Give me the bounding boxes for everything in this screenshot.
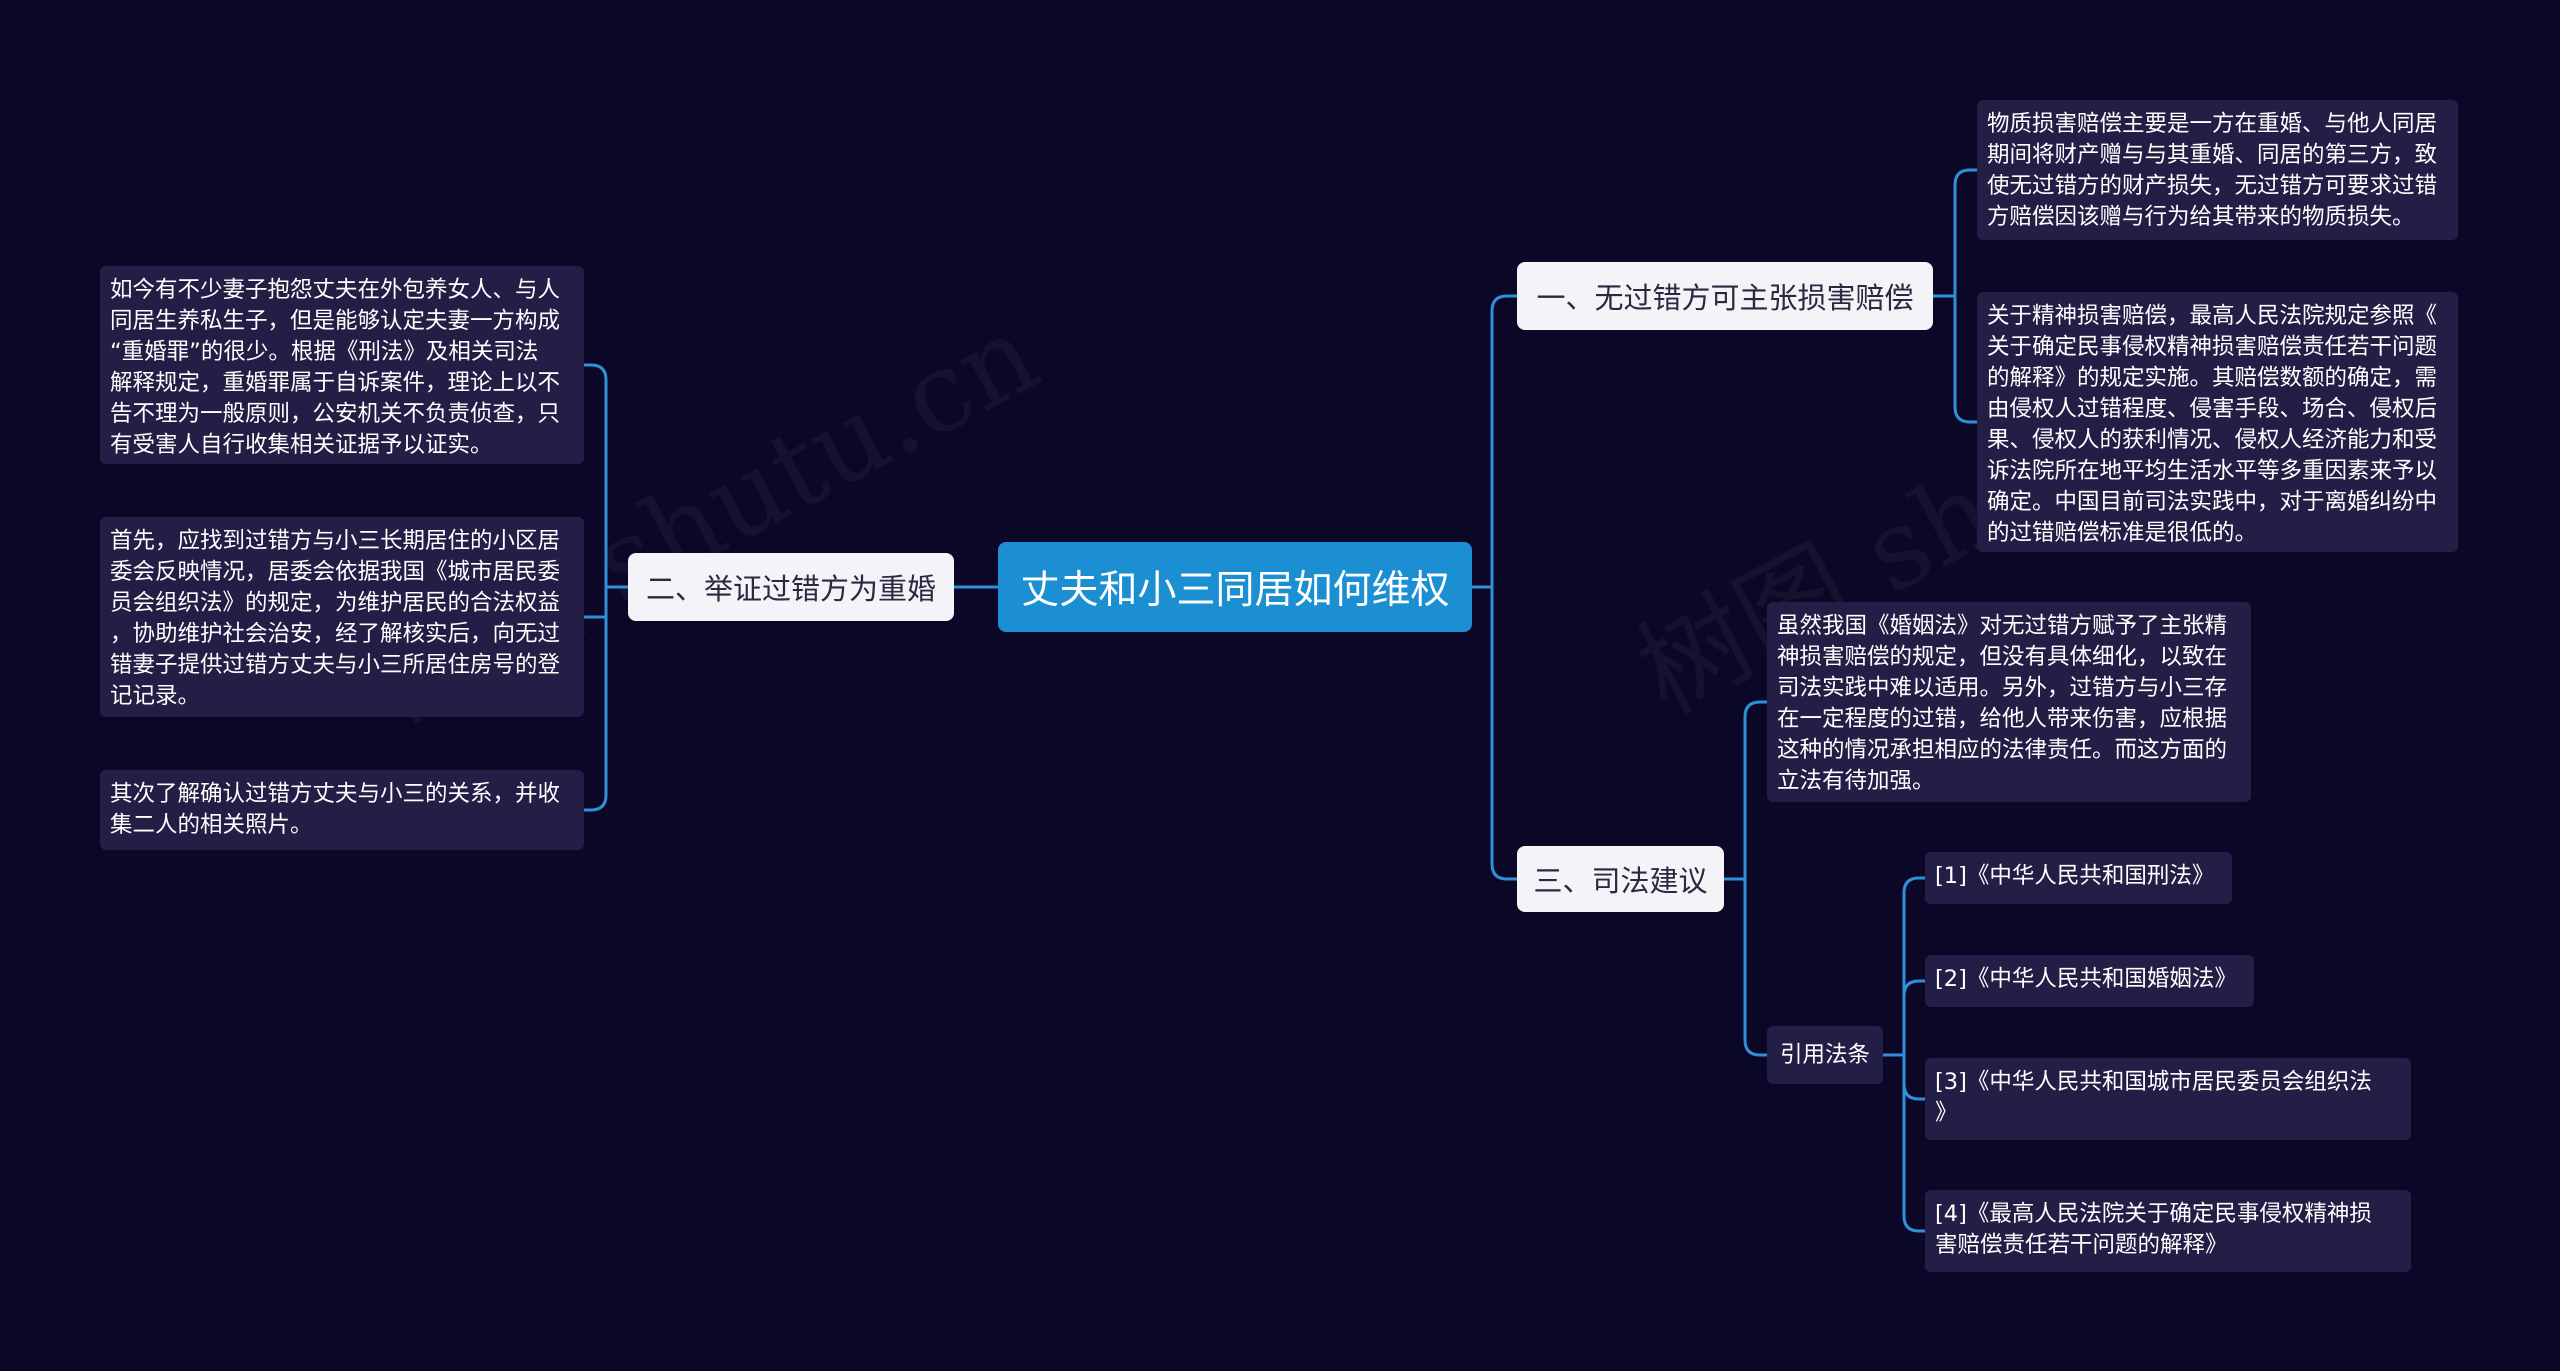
connector [1902,1053,1927,1233]
citation-ref[interactable]: [2]《中华人民共和国婚姻法》 [1925,955,2254,1007]
connector [1902,979,1927,1057]
leaf-residents-committee[interactable]: 首先，应找到过错方与小三长期居住的小区居 委会反映情况，居委会依据我国《城市居民… [100,517,584,717]
leaf-collect-photos[interactable]: 其次了解确认过错方丈夫与小三的关系，并收 集二人的相关照片。 [100,770,584,850]
leaf-material-damages[interactable]: 物质损害赔偿主要是一方在重婚、与他人同居 期间将财产赠与与其重婚、同居的第三方，… [1977,100,2458,240]
connector [1743,877,1769,1057]
connector [582,585,608,812]
connector [1722,700,1769,881]
connector [1490,585,1519,881]
connector [1931,168,1979,298]
connector [1881,876,1927,1057]
citation-ref[interactable]: [1]《中华人民共和国刑法》 [1925,852,2232,904]
leaf-bigamy-evidence[interactable]: 如今有不少妻子抱怨丈夫在外包养女人、与人 同居生养私生子，但是能够认定夫妻一方构… [100,266,584,464]
citation-ref[interactable]: [3]《中华人民共和国城市居民委员会组织法 》 [1925,1058,2411,1140]
connector [582,585,608,619]
branch-2-topic[interactable]: 二、举证过错方为重婚 [628,553,954,621]
connector [582,363,630,589]
citations-topic[interactable]: 引用法条 [1767,1026,1883,1084]
connector [1470,294,1519,589]
branch-3-topic[interactable]: 三、司法建议 [1517,846,1724,912]
citation-ref[interactable]: [4]《最高人民法院关于确定民事侵权精神损 害赔偿责任若干问题的解释》 [1925,1190,2411,1272]
root-topic[interactable]: 丈夫和小三同居如何维权 [998,542,1472,632]
leaf-judicial-suggestion[interactable]: 虽然我国《婚姻法》对无过错方赋予了主张精 神损害赔偿的规定，但没有具体细化，以致… [1767,602,2251,802]
branch-1-topic[interactable]: 一、无过错方可主张损害赔偿 [1517,262,1933,330]
connector [1902,1053,1927,1101]
connector [1953,294,1979,424]
leaf-mental-damages[interactable]: 关于精神损害赔偿，最高人民法院规定参照《 关于确定民事侵权精神损害赔偿责任若干问… [1977,292,2458,552]
